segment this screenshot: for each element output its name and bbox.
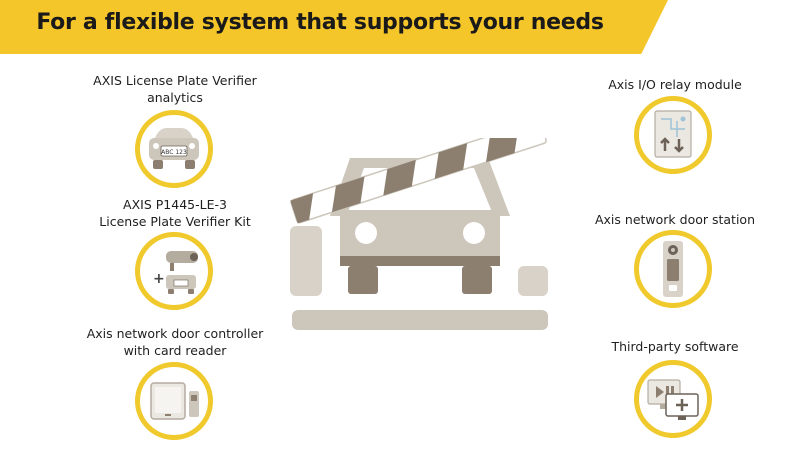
feature-label-io-relay: Axis I/O relay module (608, 77, 742, 92)
page-title: For a flexible system that supports your… (36, 10, 604, 35)
door-station-icon (663, 241, 683, 297)
camera-kit-icon: + (153, 251, 198, 294)
feature-badge-third-party (634, 360, 712, 438)
barrier-arm (290, 138, 547, 224)
feature-label-door-controller: Axis network door controller with card r… (86, 326, 264, 358)
door-controller-icon (150, 382, 199, 420)
car-headlight-left (355, 222, 377, 244)
license-plate-car-icon: ABC 123 (149, 128, 199, 169)
svg-text:+: + (153, 271, 165, 287)
feature-badge-io-relay (634, 96, 712, 174)
barrier-post-left (290, 226, 322, 296)
barrier-post-right (518, 266, 548, 296)
parking-barrier-illustration (290, 138, 548, 330)
feature-label-door-station: Axis network door station (594, 212, 755, 227)
feature-label-lpv-analytics: AXIS License Plate Verifier analytics (93, 73, 257, 105)
feature-badge-door-station (634, 230, 712, 308)
feature-badge-door-controller (135, 362, 213, 440)
plate-text: ABC 123 (161, 149, 187, 156)
io-relay-icon (654, 110, 692, 158)
car-wheel-right (462, 266, 492, 294)
car-bumper (340, 256, 500, 266)
feature-badge-lpv-kit: + (135, 232, 213, 310)
software-monitor-icon (647, 379, 699, 420)
car-headlight-right (463, 222, 485, 244)
feature-label-lpv-kit: AXIS P1445-LE-3 License Plate Verifier K… (99, 197, 251, 229)
ground-strip (292, 310, 548, 330)
feature-label-third-party: Third-party software (611, 339, 739, 354)
title-banner (0, 0, 668, 54)
feature-badge-lpv-analytics: ABC 123 (135, 110, 213, 188)
car-wheel-left (348, 266, 378, 294)
car-body (340, 210, 500, 264)
